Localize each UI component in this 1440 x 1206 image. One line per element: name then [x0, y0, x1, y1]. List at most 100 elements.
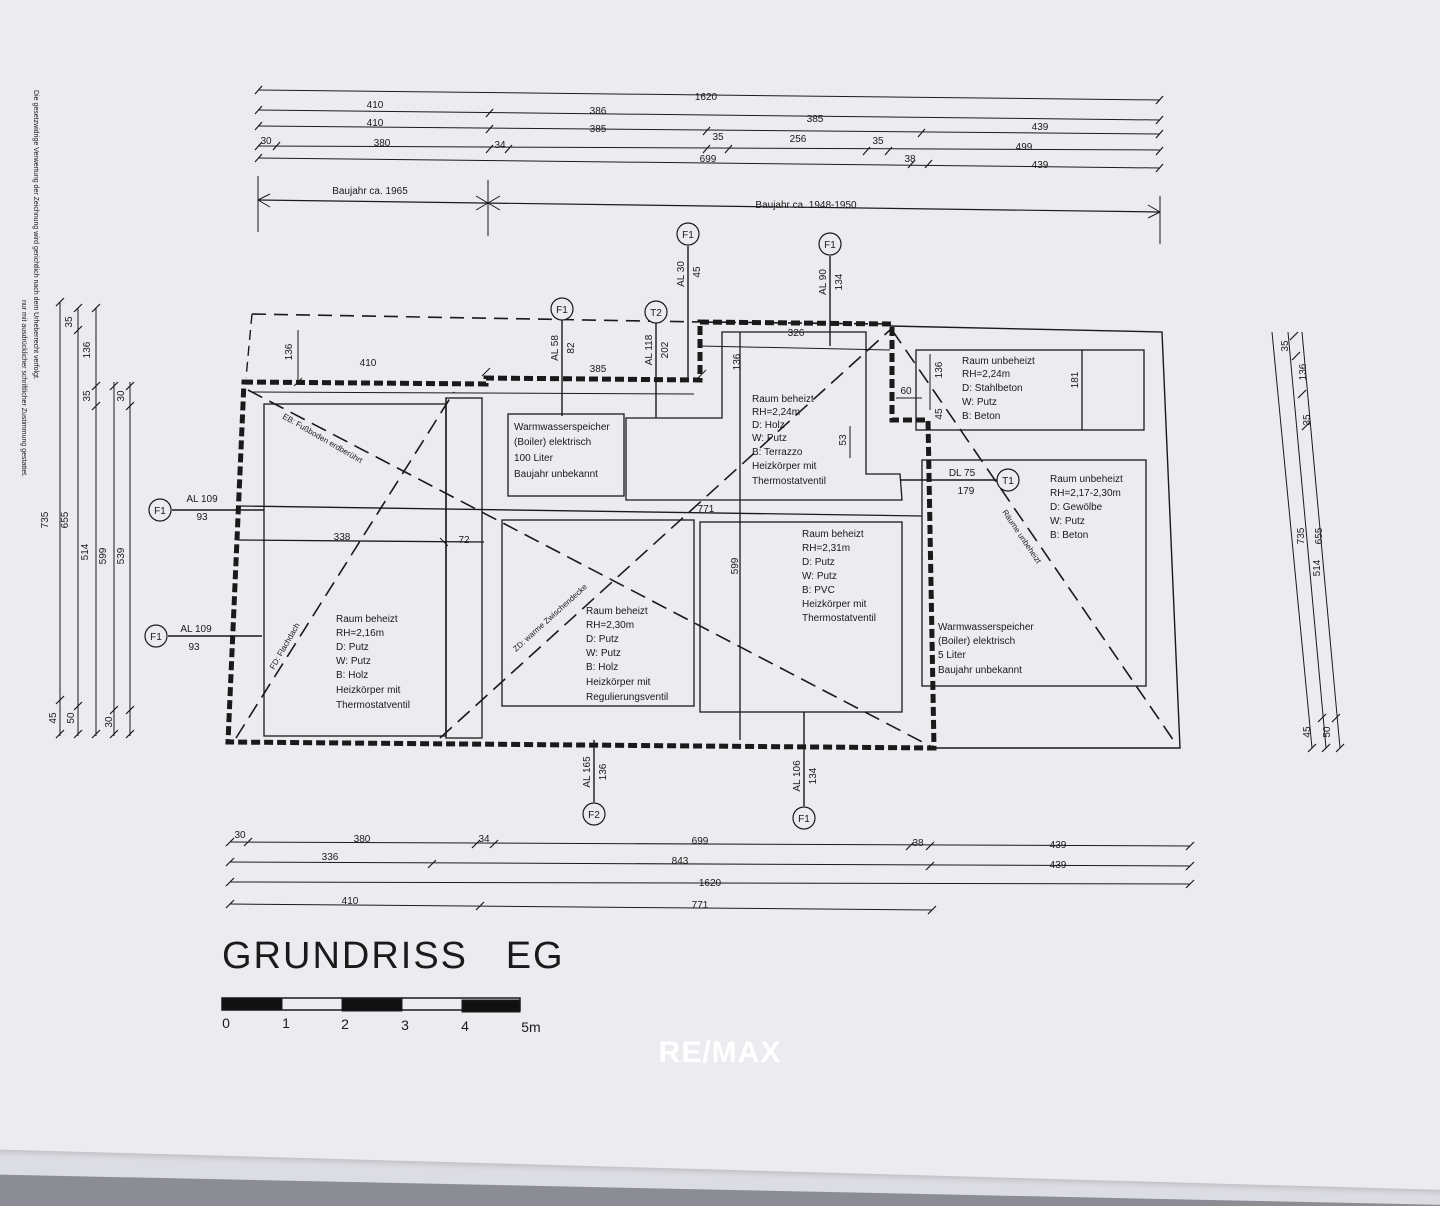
room-unheated-vault: Raum unbeheizt RH=2,17-2,30m D: Gewölbe …: [1050, 474, 1123, 541]
room-line: W: Putz: [752, 433, 787, 444]
right-dimension-lines: [1271, 331, 1345, 753]
right-dimension-labels: 735 655 514 35 136 35 45 50: [1280, 340, 1333, 738]
room-line: Baujahr unbekannt: [938, 665, 1022, 676]
room-line: W: Putz: [586, 648, 621, 659]
door-id: T1: [1002, 476, 1014, 487]
room-line: RH=2,16m: [336, 628, 384, 639]
room-line: Baujahr unbekannt: [514, 469, 598, 480]
room-line: B: Terrazzo: [752, 447, 803, 458]
dim-label: 30: [260, 136, 272, 147]
dim-label: 35: [1280, 340, 1291, 352]
dim-label: 30: [104, 716, 115, 728]
room-line: Raum beheizt: [336, 614, 398, 625]
dim-label: 35: [64, 316, 75, 328]
dim-label: 655: [1314, 527, 1325, 544]
dim-label: 380: [354, 834, 371, 845]
door-al: AL 118: [644, 334, 655, 365]
room-line: W: Putz: [802, 571, 837, 582]
building-outline: [225, 313, 1181, 751]
dim-label: 30: [116, 390, 127, 402]
dim-label: 60: [900, 386, 912, 397]
room-line: (Boiler) elektrisch: [514, 437, 591, 448]
bottom-dimension-lines: [225, 837, 1195, 915]
room-heated-2-30: Raum beheizt RH=2,30m D: Putz W: Putz B:…: [586, 606, 668, 703]
opening-ids: F1 F1 F1 T2 F1 F1 T1 F2 F1: [150, 230, 1014, 825]
room-line: RH=2,17-2,30m: [1050, 488, 1121, 499]
room-line: B: Beton: [962, 411, 1000, 422]
room-line: RH=2,31m: [802, 543, 850, 554]
dim-label: 34: [478, 834, 490, 845]
dim-label: 35: [872, 136, 884, 147]
door-al: DL 75: [949, 468, 976, 479]
dim-label: 699: [692, 836, 709, 847]
room-line: Raum beheizt: [752, 394, 814, 405]
dim-label: 843: [672, 856, 689, 867]
dim-label: 1620: [699, 878, 722, 889]
window-al: AL 90: [818, 269, 829, 295]
dim-label: 35: [82, 390, 93, 402]
room-line: (Boiler) elektrisch: [938, 636, 1015, 647]
room-line: Raum beheizt: [586, 606, 648, 617]
top-dimension-labels: 1620 410 386 410 385 385 439 30 380 34 6…: [260, 92, 1048, 211]
dim-label: 35: [712, 132, 724, 143]
window-id: F1: [556, 305, 568, 316]
room-line: Warmwasserspeicher: [514, 422, 610, 433]
room-line: Thermostatventil: [802, 613, 876, 624]
room-line: D: Gewölbe: [1050, 502, 1103, 513]
room-line: RH=2,24m: [962, 369, 1010, 380]
copyright-notice: Die gesetzwidrige Verwertung der Zeichnu…: [32, 90, 39, 380]
room-line: D: Putz: [802, 557, 835, 568]
dim-label: 385: [590, 124, 607, 135]
dim-label: 735: [40, 511, 51, 528]
dim-label: 410: [360, 358, 377, 369]
zone-diagonals: [235, 329, 1177, 747]
dim-label: 385: [807, 114, 824, 125]
dim-label: 385: [590, 364, 607, 375]
room-line: D: Holz: [752, 420, 785, 431]
dim-label: 136: [732, 353, 743, 370]
dim-label: 53: [838, 434, 849, 446]
room-walls: [237, 331, 1147, 740]
dim-label: 336: [322, 852, 339, 863]
dim-label: 45: [934, 408, 945, 420]
window-width: 93: [196, 512, 208, 523]
note-fd: FD: Flachdach: [268, 621, 302, 671]
dim-label: 256: [790, 134, 807, 145]
dim-label: 136: [1298, 363, 1309, 380]
room-line: B: Holz: [336, 670, 368, 681]
room-line: Heizkörper mit: [336, 685, 401, 696]
window-id: F1: [824, 240, 836, 251]
scale-tick: 1: [282, 1015, 290, 1031]
room-labels: Warmwasserspeicher (Boiler) elektrisch 1…: [336, 356, 1123, 711]
room-line: D: Stahlbeton: [962, 383, 1023, 394]
window-width: 82: [566, 342, 577, 354]
room-line: W: Putz: [1050, 516, 1085, 527]
dim-label: 439: [1032, 160, 1049, 171]
room-line: RH=2,30m: [586, 620, 634, 631]
window-width: 136: [598, 763, 609, 780]
window-width: 134: [834, 273, 845, 290]
room-line: W: Putz: [962, 397, 997, 408]
brand-watermark: RE/MAX: [659, 1036, 782, 1069]
window-al: AL 165: [582, 756, 593, 788]
window-al: AL 109: [180, 624, 212, 635]
room-boiler-100l: Warmwasserspeicher (Boiler) elektrisch 1…: [514, 422, 610, 480]
room-heated-2-16: Raum beheizt RH=2,16m D: Putz W: Putz B:…: [336, 614, 410, 711]
dim-label: 34: [494, 140, 506, 151]
drawing-title: GRUNDRISS EG: [222, 935, 565, 977]
dim-label: 181: [1070, 371, 1081, 388]
room-line: B: PVC: [802, 585, 835, 596]
dim-label: 439: [1050, 840, 1067, 851]
dim-label: 499: [1016, 142, 1033, 153]
scale-tick: 2: [341, 1016, 349, 1032]
window-al: AL 109: [186, 494, 218, 505]
dim-label: 771: [692, 900, 709, 911]
baujahr-right: Baujahr ca. 1948-1950: [755, 200, 857, 211]
window-id: F1: [150, 632, 162, 643]
door-id: T2: [650, 308, 662, 319]
room-line: Raum unbeheizt: [1050, 474, 1123, 485]
room-line: Raum beheizt: [802, 529, 864, 540]
dim-label: 439: [1050, 860, 1067, 871]
inner-dimension-labels: 136 410 385 326 136 136 181 60 45 53 771…: [284, 328, 1081, 574]
room-heated-2-31: Raum beheizt RH=2,31m D: Putz W: Putz B:…: [802, 529, 876, 624]
